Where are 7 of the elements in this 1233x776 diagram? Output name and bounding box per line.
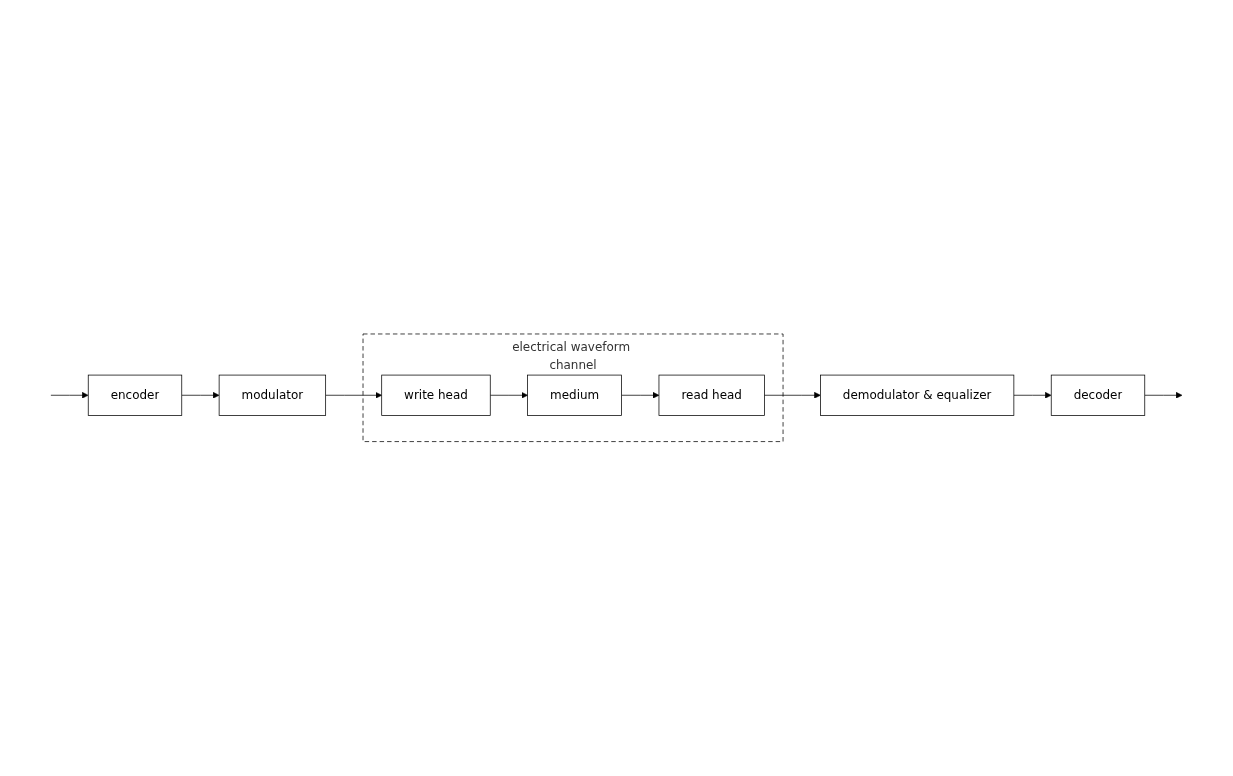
node-box: modulator <box>218 374 327 417</box>
node-box: medium <box>527 374 622 417</box>
node-box: encoder <box>87 374 183 417</box>
node-box: demodulator & equalizer <box>820 374 1015 417</box>
node-box: write head <box>381 374 491 417</box>
node-box: decoder <box>1050 374 1146 417</box>
node-box: read head <box>658 374 765 417</box>
